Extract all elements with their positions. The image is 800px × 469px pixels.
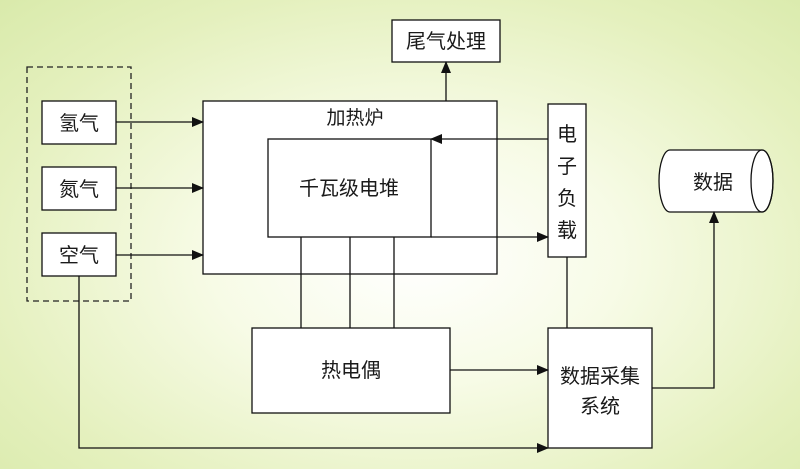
electronic-load-box xyxy=(547,103,587,258)
load-char-4: 载 xyxy=(557,218,577,242)
furnace-label: 加热炉 xyxy=(326,107,383,129)
daq-label-line1: 数据采集 xyxy=(560,364,640,388)
thermocouple-box xyxy=(251,327,451,414)
nitrogen-label: 氮气 xyxy=(59,177,99,201)
data-label: 数据 xyxy=(693,170,733,194)
load-char-3: 负 xyxy=(557,186,577,210)
load-char-1: 电 xyxy=(557,122,577,146)
thermocouple-label: 热电偶 xyxy=(321,358,381,382)
stack-box xyxy=(267,138,432,238)
data-storage-icon xyxy=(658,149,774,213)
daq-label-line2: 系统 xyxy=(580,394,620,418)
nitrogen-box xyxy=(41,166,117,211)
stack-label: 千瓦级电堆 xyxy=(299,176,399,200)
hydrogen-label: 氢气 xyxy=(59,111,99,135)
daq-to-data-arrow xyxy=(652,211,719,389)
daq-box xyxy=(547,327,653,449)
air-to-daq-arrow xyxy=(78,276,549,453)
air-label: 空气 xyxy=(59,243,99,267)
exhaust-box xyxy=(391,19,501,63)
exhaust-label: 尾气处理 xyxy=(406,29,486,53)
load-char-2: 子 xyxy=(557,154,577,178)
